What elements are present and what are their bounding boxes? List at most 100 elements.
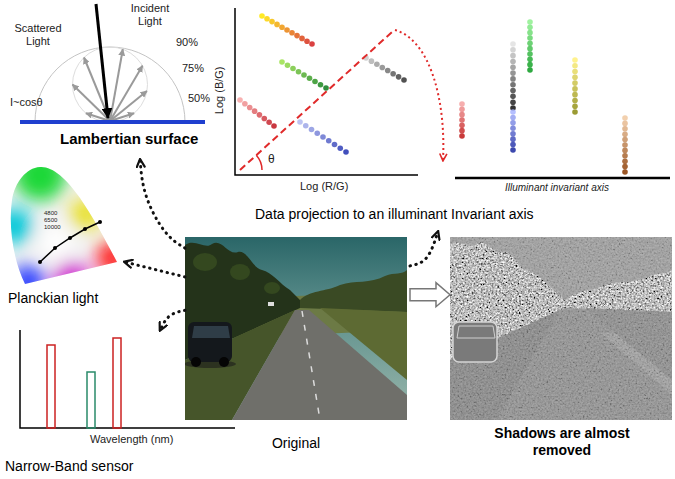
data-point <box>271 123 277 129</box>
data-point <box>527 51 533 57</box>
panel-caption: Narrow-Band sensor <box>5 458 133 475</box>
panel-caption: Lambertian surface <box>60 130 198 148</box>
data-point-group <box>622 115 628 175</box>
data-point <box>320 134 326 140</box>
data-point <box>289 30 295 36</box>
data-point <box>304 38 310 44</box>
data-point <box>510 41 516 47</box>
data-point <box>303 123 309 129</box>
data-point <box>257 112 263 118</box>
data-point <box>459 112 465 118</box>
scattered-ray <box>110 113 134 121</box>
gray-sky <box>450 237 672 420</box>
data-point-group <box>527 19 533 73</box>
data-point <box>510 82 516 88</box>
gray-grain <box>450 237 672 420</box>
photo-foliage <box>193 253 217 271</box>
gamut-color <box>70 198 102 230</box>
data-point <box>297 119 303 125</box>
data-point <box>527 25 533 31</box>
data-point <box>309 127 315 133</box>
temperature-label: 6500 <box>44 217 57 224</box>
plot-axes <box>235 8 418 175</box>
data-point <box>510 125 516 131</box>
connectors <box>125 160 450 330</box>
photo-sky <box>185 237 407 420</box>
data-point <box>572 80 578 86</box>
data-point <box>237 97 243 103</box>
data-point-group <box>363 55 407 83</box>
data-point <box>459 128 465 134</box>
data-points <box>237 13 628 175</box>
data-point <box>307 75 313 81</box>
data-point <box>337 145 343 151</box>
data-point <box>285 62 291 68</box>
data-point <box>459 117 465 123</box>
data-point <box>527 30 533 36</box>
data-point <box>572 86 578 92</box>
data-point <box>318 82 324 88</box>
gray-car <box>453 322 497 362</box>
axis-label: Log (R/G) <box>300 180 348 193</box>
data-point <box>510 64 516 70</box>
invariant-image <box>450 237 672 420</box>
chromaticity-diagram <box>0 149 130 299</box>
data-point <box>379 65 385 71</box>
photo-road <box>232 310 407 420</box>
data-point <box>459 101 465 107</box>
car <box>188 322 232 362</box>
data-point <box>323 85 329 91</box>
dotted-arrow <box>140 160 185 248</box>
data-point-group <box>237 97 277 129</box>
panel-caption: Shadows are almost removed <box>487 425 637 459</box>
data-point <box>622 153 628 159</box>
data-point <box>622 148 628 154</box>
locus-dot <box>83 227 87 231</box>
data-point <box>459 123 465 129</box>
data-point <box>299 36 305 42</box>
data-point <box>510 59 516 65</box>
gamut-color <box>96 241 130 275</box>
data-point <box>527 41 533 47</box>
dotted-arrow <box>410 232 438 266</box>
data-point <box>309 41 315 47</box>
data-point <box>527 35 533 41</box>
photo-foliage <box>230 264 250 280</box>
scattered-ray <box>110 91 147 121</box>
projection-arrow <box>395 30 443 160</box>
formula-label: I~cosθ <box>10 96 43 109</box>
data-point <box>510 70 516 76</box>
gamut-color <box>40 226 72 258</box>
data-point-group <box>572 57 578 115</box>
data-point <box>343 149 349 155</box>
gamut-color <box>0 208 32 244</box>
data-point <box>294 33 300 39</box>
light-label: Incident Light <box>124 2 176 27</box>
car-wheel <box>219 357 229 367</box>
data-point <box>252 108 258 114</box>
temperature-label: 4800 <box>44 210 57 217</box>
data-point <box>279 24 285 30</box>
gray-car-window <box>457 326 495 338</box>
data-point <box>622 115 628 121</box>
incident-ray <box>96 4 108 118</box>
data-point <box>247 105 253 111</box>
data-point <box>622 121 628 127</box>
surface-line <box>20 120 205 124</box>
scattered-ray <box>110 66 143 121</box>
data-point <box>290 66 296 72</box>
locus-dot <box>53 246 57 250</box>
data-point-group <box>297 119 349 155</box>
data-point <box>510 76 516 82</box>
data-point <box>572 63 578 69</box>
data-point <box>266 119 272 125</box>
data-point <box>269 19 275 25</box>
data-point <box>264 16 270 22</box>
angle-label: θ <box>268 153 275 167</box>
data-point <box>622 169 628 175</box>
data-point-group <box>279 59 329 91</box>
sensor-band <box>113 338 121 428</box>
data-point <box>572 98 578 104</box>
axis-label: Wavelength (nm) <box>90 433 173 446</box>
